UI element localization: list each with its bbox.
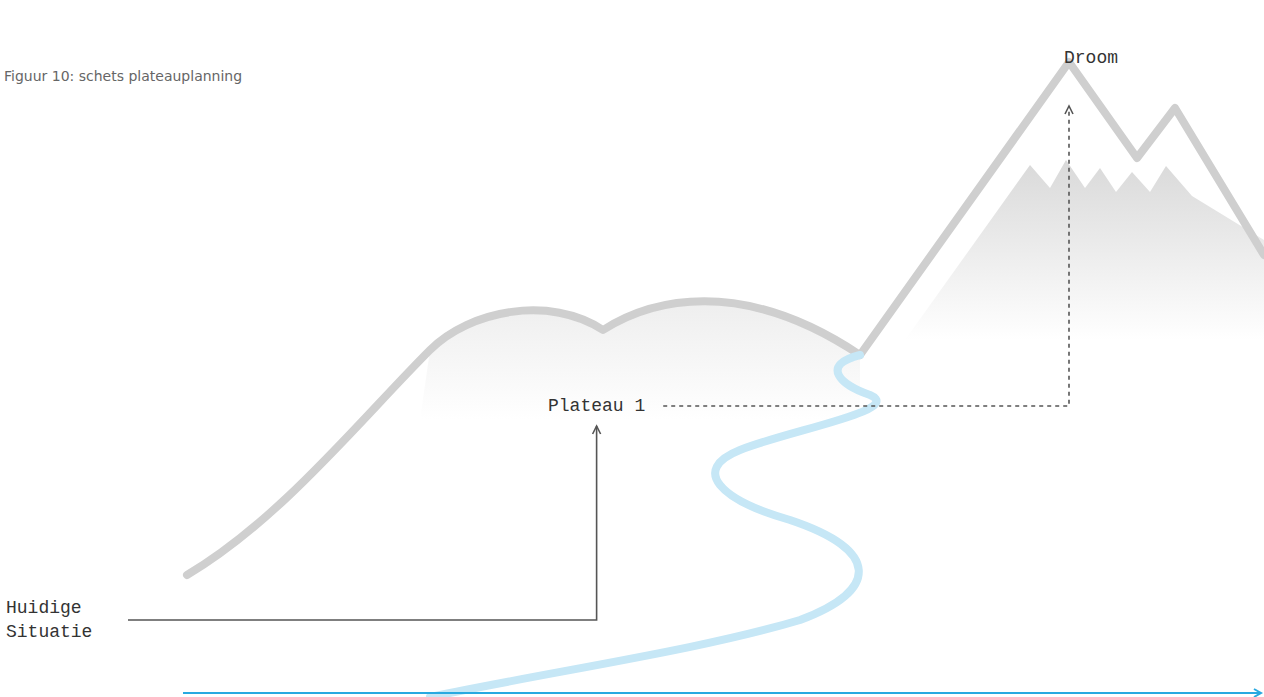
step-connector — [663, 106, 1073, 406]
stage-label: Plateau 1 — [544, 392, 649, 420]
stage-label: Huidige Situatie — [2, 594, 114, 646]
time-axis-head — [1254, 689, 1261, 697]
stage-label: Droom — [1060, 44, 1122, 72]
snow-cap — [905, 160, 1264, 340]
time-axis — [183, 692, 1260, 694]
connector-line — [128, 426, 597, 620]
label-text: Plateau 1 — [548, 394, 645, 418]
connector-line — [663, 106, 1069, 406]
label-text: Droom — [1064, 46, 1118, 70]
label-text: Huidige Situatie — [6, 596, 110, 644]
mountain-outline — [187, 62, 1264, 575]
arrow-head — [593, 426, 601, 434]
step-connector — [128, 426, 601, 620]
arrow-head — [1065, 106, 1073, 114]
figure-caption: Figuur 10: schets plateauplanning — [4, 68, 242, 84]
